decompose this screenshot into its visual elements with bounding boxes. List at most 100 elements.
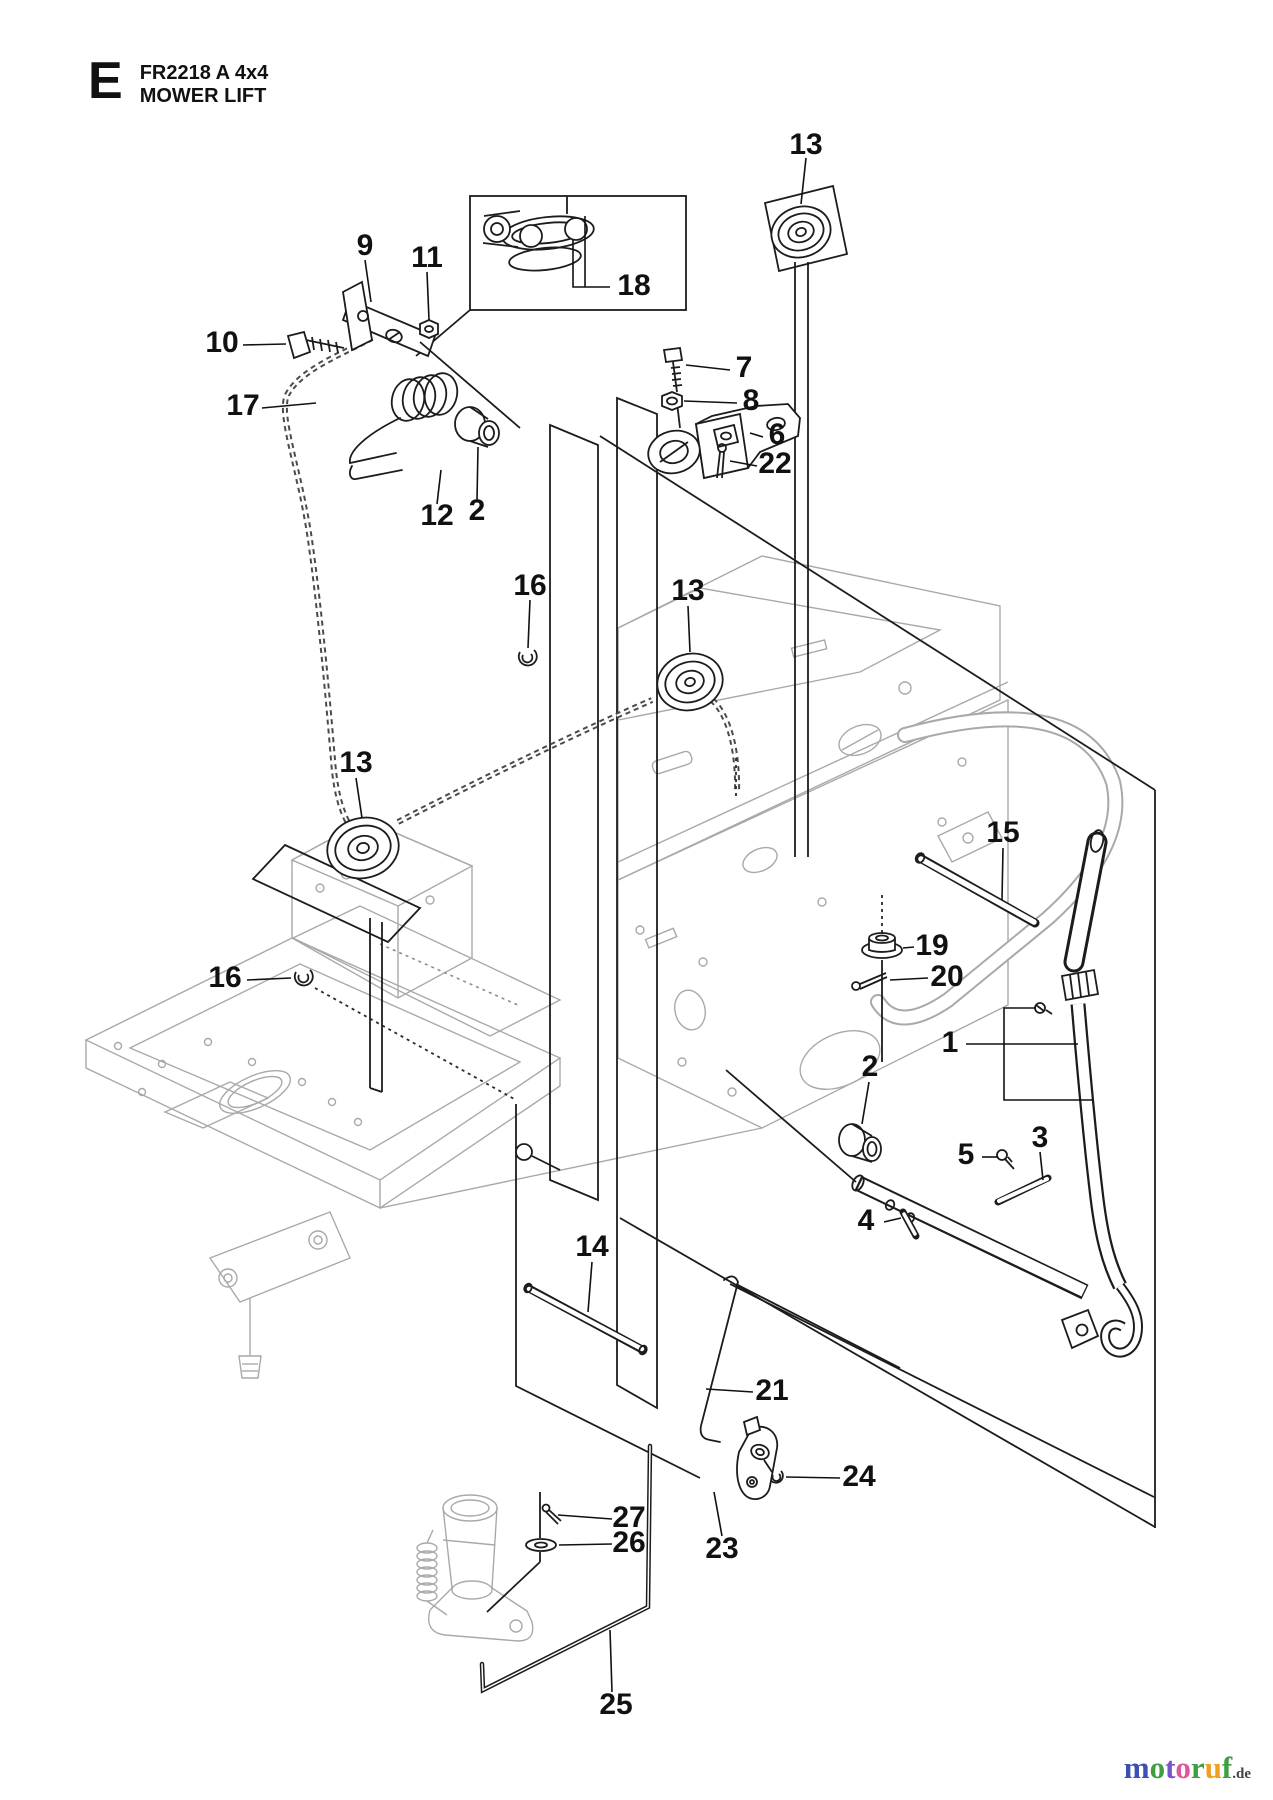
- callout-number: 9: [357, 229, 374, 262]
- pedal-spring: [416, 1529, 448, 1616]
- bolt-7: [662, 346, 684, 429]
- callout-2: 2: [469, 446, 486, 527]
- callout-number: 22: [758, 447, 791, 480]
- callout-6: 6: [749, 418, 786, 451]
- grommet-19: [861, 895, 903, 1062]
- callout-number: 17: [226, 389, 259, 422]
- callout-13: 13: [671, 574, 705, 653]
- callout-leader-line: [1039, 1151, 1044, 1181]
- bracket-23: [736, 1415, 779, 1500]
- page-title: MOWER LIFT: [139, 85, 267, 107]
- bracket-6: [647, 403, 801, 480]
- callout-19: 19: [902, 929, 949, 962]
- callout-leader-line: [1001, 847, 1004, 901]
- pin-4: [899, 1208, 920, 1240]
- callout-2: 2: [861, 1050, 879, 1125]
- lever-assembly: [725, 829, 1143, 1358]
- callout-22: 22: [729, 447, 792, 480]
- callout-leader-line: [883, 1217, 902, 1223]
- logo-letter: o: [1175, 1750, 1191, 1785]
- callout-24: 24: [785, 1460, 876, 1493]
- grip-screw: [1034, 1002, 1053, 1015]
- cotter-pin-20: [851, 972, 888, 991]
- callout-number: 24: [842, 1460, 876, 1493]
- callout-number: 4: [858, 1204, 875, 1237]
- callout-5: 5: [958, 1138, 998, 1171]
- callout-number: 26: [612, 1526, 645, 1559]
- callout-leader-line: [436, 469, 442, 505]
- motoruf-logo: motoruf.de: [1124, 1750, 1251, 1786]
- section-letter: E: [88, 52, 124, 110]
- callout-27: 27: [557, 1501, 646, 1534]
- callout-leader-line: [246, 977, 292, 981]
- callout-number: 21: [755, 1374, 788, 1407]
- callout-leader-line: [685, 364, 731, 371]
- callout-number: 2: [469, 494, 486, 527]
- callout-leader-line: [902, 946, 915, 949]
- callout-1: 1: [942, 1007, 1093, 1101]
- callout-18: 18: [572, 216, 651, 302]
- callout-leader-line: [558, 1543, 613, 1546]
- logo-letter: f: [1221, 1750, 1233, 1785]
- callout-leader-line: [749, 432, 764, 438]
- callout-number: 18: [617, 269, 650, 302]
- model-number: FR2218 A 4x4: [139, 62, 269, 84]
- callout-13: 13: [339, 746, 373, 819]
- callout-8: 8: [683, 384, 760, 417]
- callout-14: 14: [575, 1230, 609, 1313]
- clip-16-left: [293, 969, 517, 1101]
- callout-17: 17: [226, 389, 317, 422]
- nut-11: [419, 319, 439, 339]
- bolt-10: [286, 330, 345, 360]
- callout-number: 15: [986, 816, 1019, 849]
- rod-3: [994, 1174, 1052, 1206]
- callout-number: 16: [208, 961, 241, 994]
- callout-number: 16: [513, 569, 546, 602]
- pulley-top: [763, 184, 849, 857]
- callout-number: 10: [205, 326, 238, 359]
- callout-25: 25: [599, 1629, 633, 1721]
- callout-leader-line: [557, 1514, 613, 1520]
- callout-10: 10: [205, 326, 287, 359]
- hanger-plates: [549, 396, 658, 1410]
- callout-4: 4: [858, 1204, 902, 1237]
- callout-23: 23: [705, 1491, 739, 1565]
- logo-letter: r: [1190, 1750, 1205, 1785]
- rod-14: [515, 1104, 701, 1479]
- callout-number: 6: [769, 418, 786, 451]
- callout-12: 12: [420, 469, 454, 532]
- callout-number: 2: [862, 1050, 879, 1083]
- bushing-2-right: [838, 1123, 882, 1163]
- callout-20: 20: [889, 960, 964, 993]
- callout-leader-line: [966, 1007, 1036, 1045]
- callout-leader-line: [587, 1261, 593, 1313]
- callout-7: 7: [685, 351, 752, 384]
- callout-leader-line: [426, 271, 430, 321]
- callout-number: 13: [339, 746, 372, 779]
- logo-letter: o: [1149, 1750, 1166, 1785]
- callout-leader-line: [683, 400, 738, 404]
- callout-leader-line: [705, 1388, 754, 1393]
- logo-letter: t: [1165, 1750, 1176, 1785]
- callout-number: 8: [743, 384, 760, 417]
- callout-leader-line: [572, 240, 610, 288]
- callout-leader-line: [476, 446, 479, 501]
- wire-21: [699, 1275, 901, 1443]
- rod-15: [914, 852, 1040, 928]
- chain: [281, 335, 741, 841]
- rod-25: [479, 1443, 653, 1694]
- callout-leader-line: [1003, 1044, 1093, 1101]
- callout-11: 11: [411, 241, 443, 321]
- callout-leader-line: [861, 1081, 870, 1125]
- chain-link-detail: [482, 210, 595, 272]
- callout-leader-line: [242, 343, 287, 346]
- callout-leader-line: [713, 1491, 723, 1537]
- callout-21: 21: [705, 1374, 789, 1407]
- callout-number: 14: [575, 1230, 609, 1263]
- callout-16: 16: [513, 569, 547, 649]
- bracket-9: [341, 280, 521, 429]
- callout-13: 13: [789, 128, 823, 205]
- callout-leader-line: [261, 402, 317, 409]
